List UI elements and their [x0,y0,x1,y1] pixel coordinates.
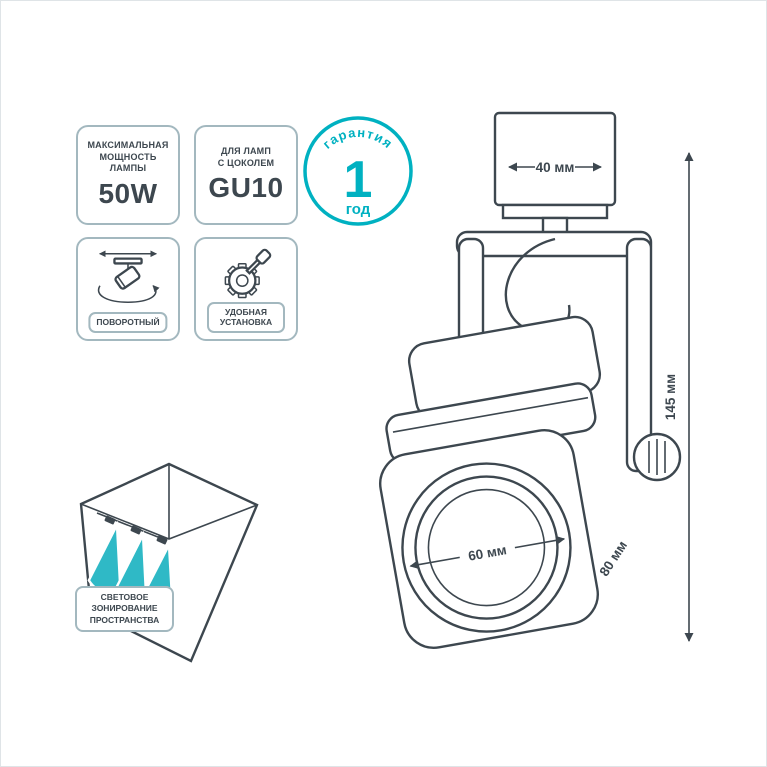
max-power-value: 50W [98,178,158,210]
zoning-label: СВЕТОВОЕ ЗОНИРОВАНИЕ ПРОСТРАНСТВА [75,586,174,633]
rotatable-spotlight-icon [97,250,160,303]
warranty-unit: год [346,201,371,218]
track-adapter [493,111,617,207]
max-power-caption: МАКСИМАЛЬНАЯ МОЩНОСТЬ ЛАМПЫ [87,139,169,174]
badge-easy-install: УДОБНАЯ УСТАНОВКА [194,237,298,341]
warranty-seal-icon: гарантия 1 год [303,116,413,226]
socket-caption: ДЛЯ ЛАМП С ЦОКОЛЕМ [217,145,275,168]
warranty-value: 1 [344,151,373,209]
badge-warranty: гарантия 1 год [300,113,416,229]
badge-socket-type: ДЛЯ ЛАМП С ЦОКОЛЕМ GU10 [194,125,298,225]
height-dimension-label: 145 мм [663,374,678,420]
badge-max-power: МАКСИМАЛЬНАЯ МОЩНОСТЬ ЛАМПЫ 50W [76,125,180,225]
lamp-aperture-outer [401,462,572,633]
adapter-base-plate [501,203,609,220]
gear-screwdriver-icon [224,248,272,299]
adapter-neck [541,216,569,235]
lamp-aperture-inner [427,488,546,607]
zoning-room-icon [79,462,259,663]
spotlight-head: 60 мм [379,315,602,649]
diameter-dimension-label: 60 мм [467,542,508,564]
easy-install-label: УДОБНАЯ УСТАНОВКА [207,301,285,333]
socket-value: GU10 [208,172,284,204]
rotatable-label: ПОВОРОТНЫЙ [88,312,168,333]
yoke-top-bar [455,230,653,258]
badge-rotatable: ПОВОРОТНЫЙ [76,237,180,341]
width-dimension-label: 40 мм [536,160,575,175]
track-spotlight-drawing: 145 мм 40 мм 60 мм 80 мм [379,111,694,649]
depth-dimension-label: 80 мм [596,538,630,579]
lamp-aperture-mid [414,475,559,620]
